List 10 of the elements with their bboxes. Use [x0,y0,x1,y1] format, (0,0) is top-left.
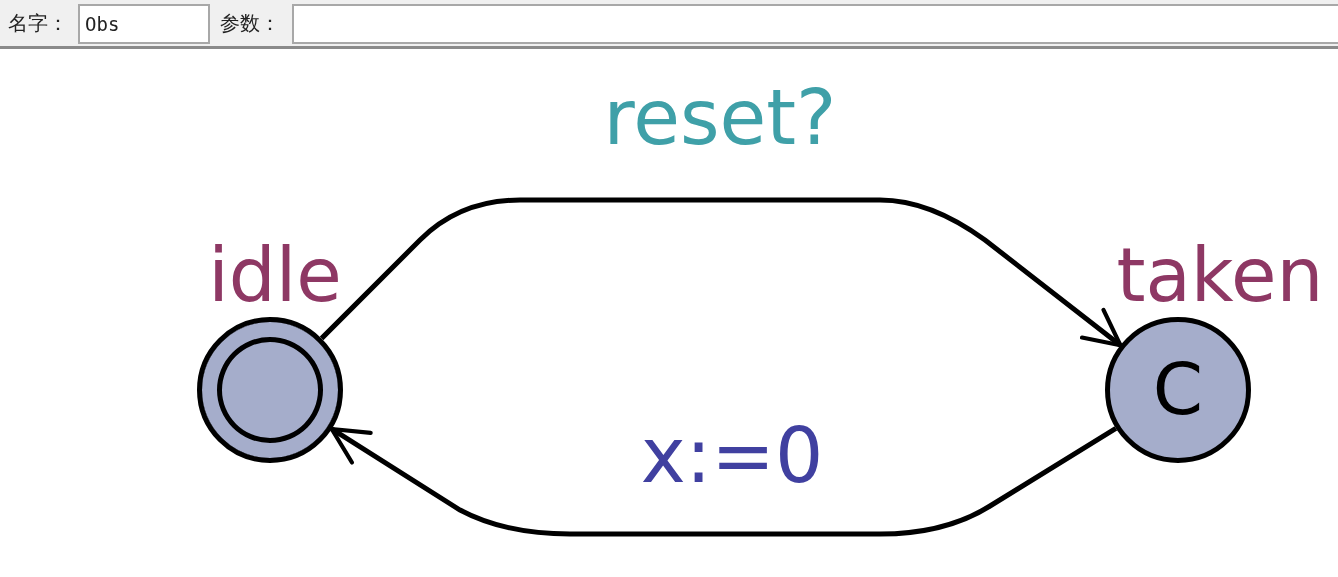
committed-mark: C [1152,352,1204,425]
edge-label: reset? [603,80,837,156]
text-field: Obs [78,4,210,44]
transition-arrow [329,426,1118,537]
field-label: 参数： [220,10,280,37]
transition-arrow [319,197,1123,348]
location-name: taken [1116,238,1324,312]
location-name: idle [208,238,342,312]
field-label: 名字： [8,10,68,37]
edge-label: x:=0 [640,418,824,494]
